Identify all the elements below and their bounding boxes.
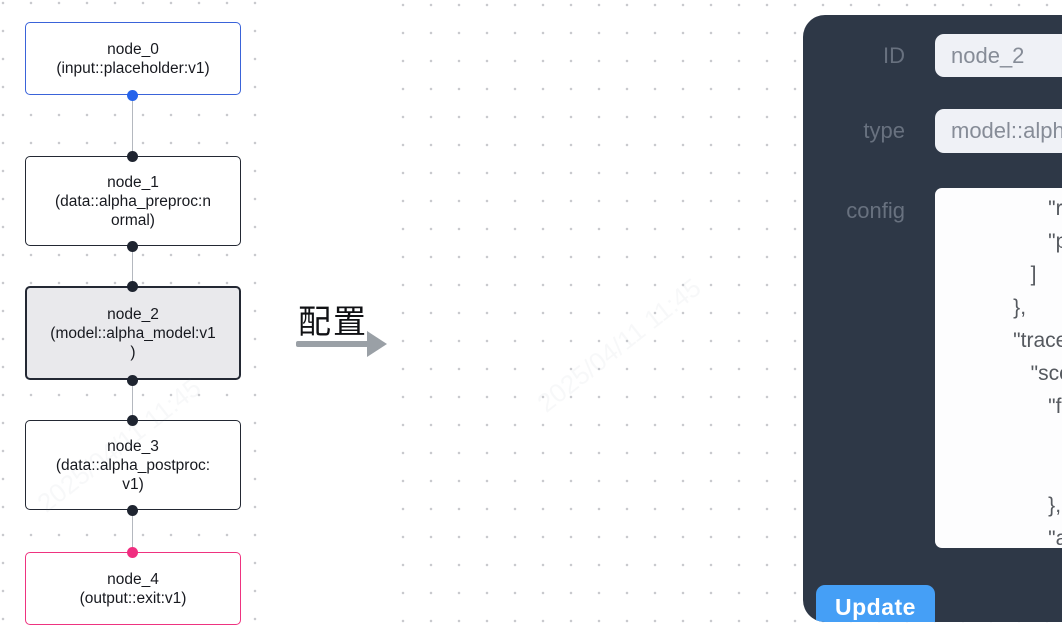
edge-node3-node4 xyxy=(131,510,134,552)
type-input[interactable] xyxy=(935,109,1062,153)
connection-handle-node1-top[interactable] xyxy=(127,150,138,162)
connection-handle-node3-top[interactable] xyxy=(127,414,138,426)
right-arrow-head-icon xyxy=(367,331,387,357)
node-node_0[interactable]: node_0 (input::placeholder:v1) xyxy=(25,22,241,95)
node-node_3[interactable]: node_3 (data::alpha_postproc: v1) xyxy=(25,420,241,510)
connection-handle-node2-top[interactable] xyxy=(127,280,138,292)
flow-canvas: node_0 (input::placeholder:v1) node_1 (d… xyxy=(0,0,272,643)
inspector-panel: ID type config "raw_action", "pred" ] },… xyxy=(803,15,1062,622)
node-node_4[interactable]: node_4 (output::exit:v1) xyxy=(25,552,241,625)
node-node_1[interactable]: node_1 (data::alpha_preproc:n ormal) xyxy=(25,156,241,246)
connection-handle-node0-bottom[interactable] xyxy=(127,89,138,101)
id-input[interactable] xyxy=(935,34,1062,77)
connection-handle-node4-top[interactable] xyxy=(127,546,138,558)
edge-node1-node2 xyxy=(131,246,134,286)
config-json-text[interactable]: "raw_action", "pred" ] }, "trace": { "sc… xyxy=(1013,197,1062,548)
update-button[interactable]: Update xyxy=(816,585,935,622)
config-field-label: config xyxy=(846,198,905,223)
panel-canvas: ID type config "raw_action", "pred" ] },… xyxy=(395,0,1062,643)
connection-handle-node3-bottom[interactable] xyxy=(127,504,138,516)
edge-node2-node3 xyxy=(131,380,134,420)
node-node_2-selected[interactable]: node_2 (model::alpha_model:v1 ) xyxy=(25,286,241,380)
connection-handle-node2-bottom[interactable] xyxy=(127,374,138,386)
type-field-label: type xyxy=(863,118,905,143)
config-textarea[interactable]: "raw_action", "pred" ] }, "trace": { "sc… xyxy=(935,188,1062,548)
right-arrow-icon xyxy=(296,341,370,347)
id-field-label: ID xyxy=(883,43,905,68)
config-annotation-label: 配置 xyxy=(298,303,368,340)
connection-handle-node1-bottom[interactable] xyxy=(127,240,138,252)
edge-node0-node1 xyxy=(131,95,134,156)
